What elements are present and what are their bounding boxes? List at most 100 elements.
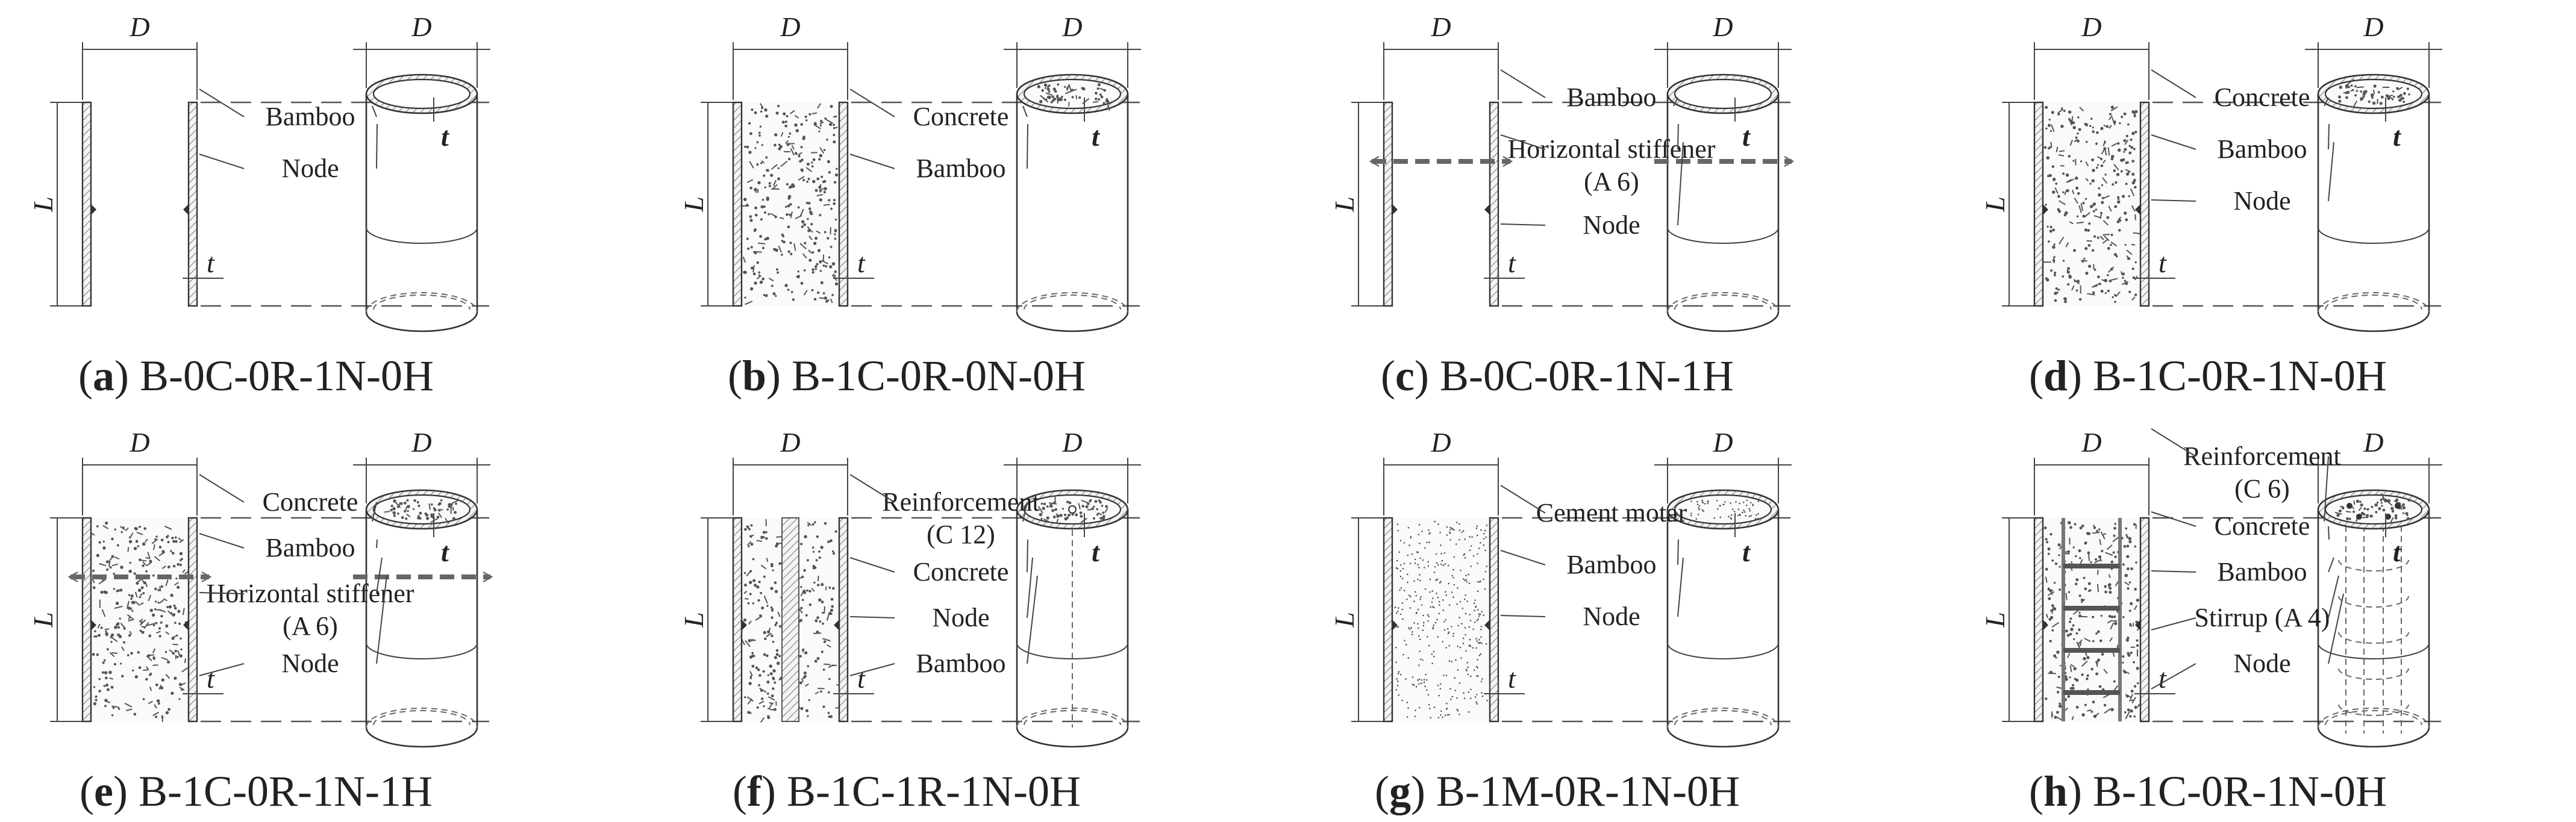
aggregate-dot: [783, 240, 786, 244]
aggregate-dot: [1440, 581, 1442, 583]
aggregate-dot: [2122, 563, 2125, 566]
aggregate-dot: [1439, 688, 1442, 690]
aggregate-mark: [1065, 90, 1073, 95]
fill-texture: [2043, 105, 2142, 304]
bamboo-wall-right: [838, 101, 849, 307]
thickness-label: t: [207, 663, 215, 694]
aggregate-dot: [767, 674, 769, 676]
aggregate-dot: [2051, 559, 2054, 562]
aggregate-dot: [807, 178, 810, 181]
aggregate-dot: [133, 547, 137, 550]
aggregate-dot: [133, 712, 137, 716]
aggregate-dot: [758, 131, 761, 134]
aggregate-dot: [2136, 682, 2139, 685]
aggregate-dot: [2046, 541, 2049, 544]
aggregate-dot: [172, 564, 176, 568]
cylinder-view: Dt: [2305, 427, 2442, 748]
aggregate-dot: [98, 634, 101, 637]
bamboo-wall-left: [1383, 517, 1393, 723]
aggregate-dot: [818, 185, 822, 189]
rebar-section: [2385, 514, 2391, 520]
aggregate-dot: [1405, 678, 1407, 680]
aggregate-dot: [2075, 136, 2078, 139]
aggregate-dot: [760, 591, 763, 594]
aggregate-dot: [2108, 615, 2112, 618]
aggregate-dot: [783, 112, 786, 116]
aggregate-dot: [1719, 516, 1722, 518]
length-label: L: [1980, 196, 2010, 213]
aggregate-dot: [1041, 89, 1044, 92]
aggregate-dot: [743, 571, 746, 574]
aggregate-mark: [791, 145, 795, 150]
callout-label: Bamboo: [916, 649, 1005, 678]
aggregate-dot: [1068, 501, 1072, 505]
aggregate-mark: [184, 658, 186, 664]
aggregate-dot: [1436, 562, 1438, 564]
aggregate-dot: [2075, 176, 2078, 180]
aggregate-mark: [801, 677, 804, 682]
aggregate-mark: [2102, 532, 2107, 536]
aggregate-dot: [2095, 142, 2098, 145]
aggregate-dot: [2090, 205, 2093, 208]
aggregate-dot: [2066, 270, 2070, 274]
aggregate-mark: [819, 297, 827, 299]
aggregate-mark: [780, 132, 784, 137]
aggregate-dot: [752, 272, 756, 276]
leader-right: [1673, 512, 1678, 522]
aggregate-mark: [2118, 216, 2122, 220]
leader-right: [1027, 123, 1028, 169]
aggregate-dot: [2077, 116, 2080, 119]
aggregate-dot: [1752, 504, 1754, 506]
aggregate-dot: [2124, 670, 2127, 674]
aggregate-dot: [177, 562, 180, 566]
aggregate-dot: [103, 685, 105, 687]
aggregate-dot: [123, 627, 126, 630]
aggregate-dot: [808, 207, 811, 210]
aggregate-dot: [1735, 501, 1737, 503]
aggregate-dot: [2046, 225, 2049, 228]
aggregate-mark: [445, 517, 449, 524]
aggregate-dot: [2093, 268, 2096, 271]
aggregate-dot: [2345, 84, 2349, 88]
aggregate-dot: [1432, 597, 1434, 599]
aggregate-dot: [1051, 95, 1054, 98]
aggregate-dot: [1071, 96, 1074, 99]
leader-right: [2328, 557, 2334, 573]
aggregate-dot: [440, 499, 443, 502]
aggregate-dot: [1400, 564, 1402, 566]
aggregate-dot: [1719, 505, 1721, 506]
length-label: L: [678, 196, 709, 213]
aggregate-mark: [763, 595, 768, 604]
aggregate-dot: [2371, 505, 2374, 508]
aggregate-dot: [2051, 629, 2054, 632]
aggregate-dot: [1096, 513, 1099, 516]
leader-right: [2328, 526, 2330, 540]
aggregate-mark: [2051, 606, 2054, 614]
aggregate-mark: [1037, 506, 1043, 514]
aggregate-dot: [766, 654, 769, 658]
aggregate-dot: [2087, 229, 2090, 232]
cylinder-view: Dt: [353, 11, 490, 332]
aggregate-dot: [2069, 620, 2072, 623]
aggregate-mark: [819, 147, 825, 154]
caption-paren: (: [733, 767, 747, 815]
aggregate-dot: [2339, 86, 2343, 89]
aggregate-dot: [1408, 544, 1410, 547]
aggregate-dot: [2116, 220, 2120, 223]
aggregate-dot: [2098, 685, 2102, 688]
aggregate-dot: [2085, 140, 2088, 143]
aggregate-dot: [111, 537, 114, 541]
aggregate-dot: [1445, 618, 1447, 621]
aggregate-dot: [2363, 513, 2366, 516]
aggregate-dot: [1403, 562, 1405, 565]
aggregate-dot: [2098, 193, 2101, 197]
aggregate-dot: [2049, 640, 2052, 643]
aggregate-dot: [1728, 515, 1730, 517]
aggregate-dot: [142, 698, 145, 700]
aggregate-dot: [2077, 192, 2080, 195]
aggregate-dot: [2124, 711, 2127, 714]
aggregate-mark: [92, 579, 95, 584]
aggregate-dot: [824, 522, 827, 525]
